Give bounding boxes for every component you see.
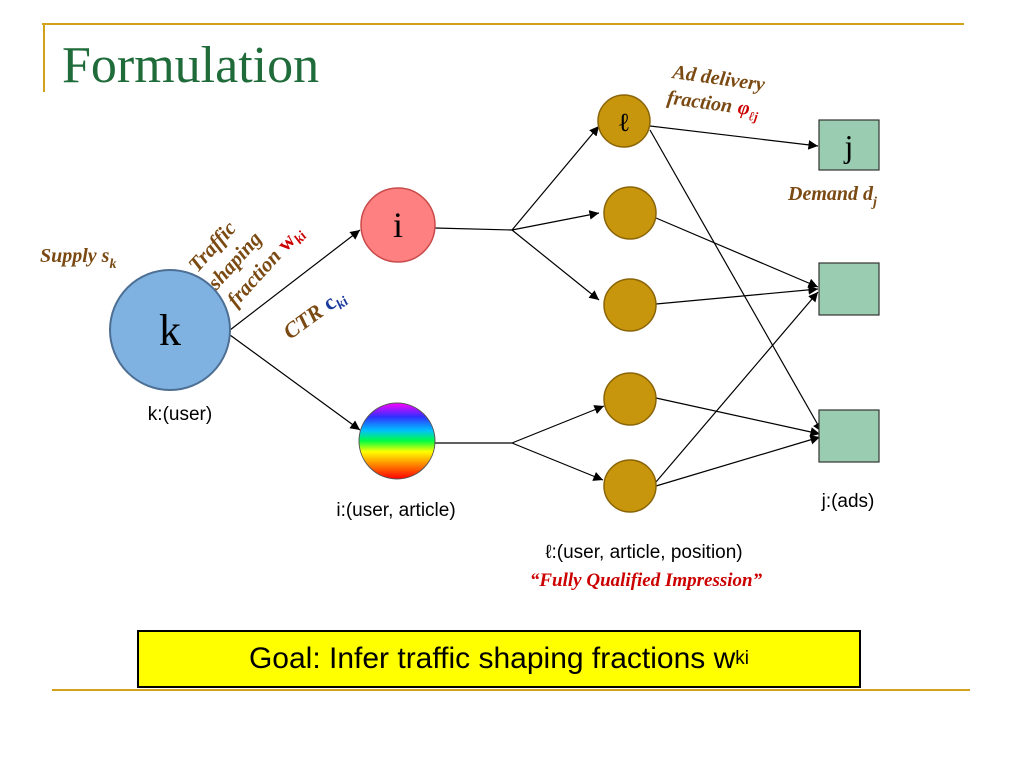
impression-node-4 — [603, 372, 657, 426]
edge-l5-j3 — [655, 435, 821, 487]
user-node-k — [109, 269, 231, 391]
impression-node-1 — [597, 94, 651, 148]
user-article-node-i — [360, 187, 436, 263]
edge-fork-l4 — [511, 405, 605, 444]
goal-text: Goal: Infer traffic shaping fractions w — [248, 642, 736, 675]
impression-node-label: ℓ — [618, 108, 630, 138]
demand-annotation: Demand dj — [787, 183, 877, 210]
slide-title: Formulation — [62, 37, 320, 94]
supply-annotation: Supply sk — [40, 245, 116, 272]
edge-fork-l5 — [511, 442, 604, 481]
ad-node-j — [818, 119, 880, 171]
user-article-rainbow-node — [358, 402, 436, 480]
edge-k-rainbow — [229, 334, 361, 431]
impression-node-2 — [603, 186, 657, 240]
ad-node-2 — [818, 262, 880, 316]
caption-user-article: i:(user, article) — [336, 500, 455, 521]
edge-l5-j2 — [655, 291, 819, 483]
user-article-node-label: i — [393, 205, 403, 245]
edge-fork-l2 — [511, 210, 600, 231]
edge-i-fork — [434, 227, 513, 231]
edge-l1-j1 — [649, 125, 819, 150]
ad-node-3 — [818, 409, 880, 463]
edge-k-i — [229, 229, 361, 331]
ad-node-label: j — [844, 128, 854, 164]
impression-node-5 — [603, 459, 657, 513]
edge-fork-l3 — [511, 229, 600, 301]
edge-l2-j2 — [655, 217, 819, 288]
edge-fork-l1 — [511, 125, 600, 231]
goal-subscript: ki — [735, 648, 750, 669]
edge-l3-j2 — [655, 285, 819, 305]
caption-user: k:(user) — [148, 404, 212, 425]
impression-node-3 — [603, 278, 657, 332]
edge-l4-j3 — [655, 397, 821, 437]
user-node-label: k — [159, 306, 181, 355]
caption-impression: ℓ:(user, article, position) — [545, 542, 742, 563]
svg-text:CTRcki: CTRcki — [278, 283, 351, 347]
ctr-annotation: CTRcki — [278, 283, 351, 347]
caption-fully-qualified: “Fully Qualified Impression” — [530, 570, 763, 591]
caption-ads: j:(ads) — [821, 491, 875, 512]
edge-l1-j3 — [649, 129, 823, 433]
